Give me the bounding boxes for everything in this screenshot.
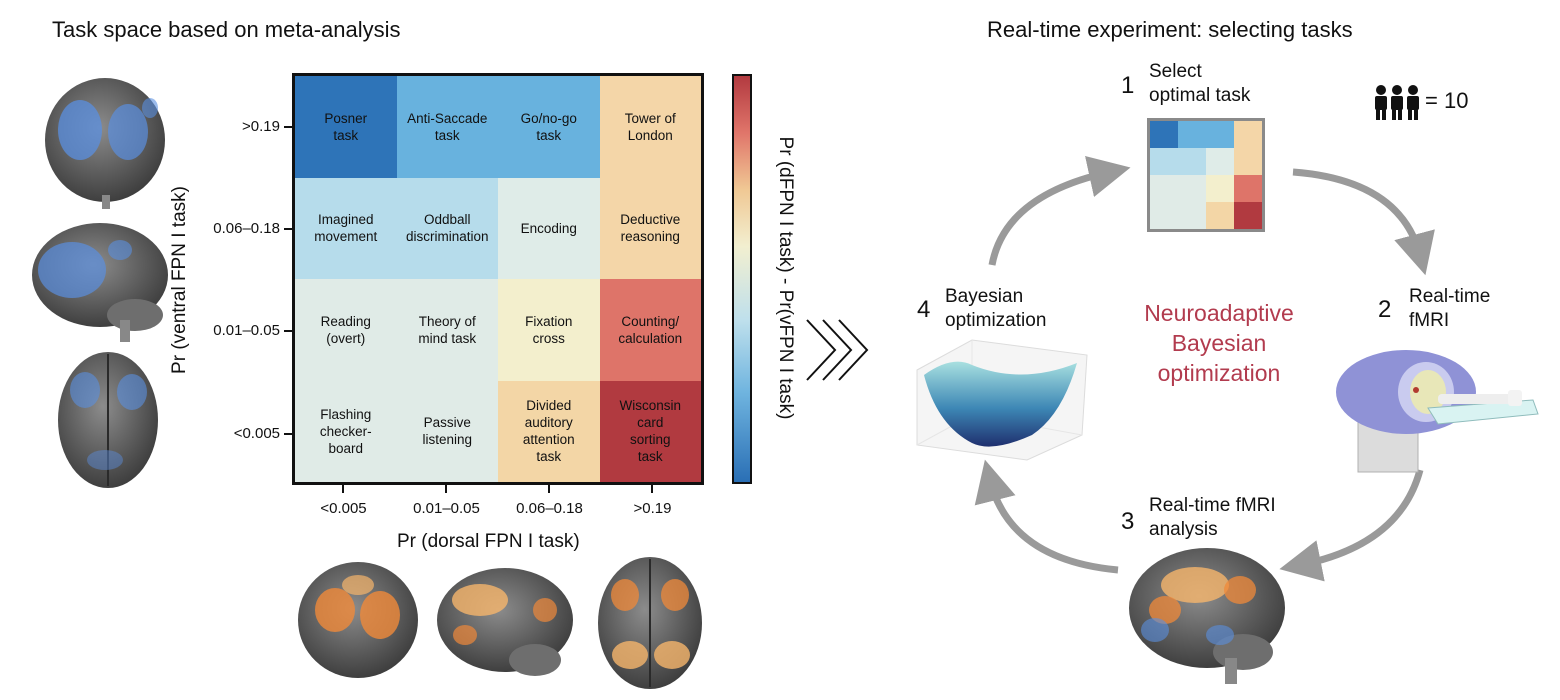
- step-3-number: 3: [1121, 508, 1135, 535]
- brain-side-view: [32, 223, 168, 342]
- task-cell: Reading (overt): [295, 279, 397, 381]
- participants-count: = 10: [1425, 88, 1469, 113]
- task-cell: Theory of mind task: [396, 279, 498, 381]
- x-tick-marks: [342, 485, 653, 493]
- mini-grid-cell: [1178, 121, 1206, 148]
- arrow-2-to-3: [1279, 469, 1424, 582]
- mini-grid-cell: [1234, 202, 1262, 229]
- y-tick-marks: [284, 126, 292, 435]
- brain-top-view: [58, 352, 158, 488]
- step-4-number: 4: [917, 296, 931, 323]
- task-cell: Tower of London: [599, 76, 701, 178]
- mini-grid-cell: [1178, 175, 1206, 202]
- task-cell: Fixation cross: [498, 279, 600, 381]
- task-cell: Encoding: [498, 177, 600, 279]
- colorbar-label: Pr (dFPN I task) - Pr(vFPN I task): [775, 136, 796, 420]
- right-panel-heading: Real-time experiment: selecting tasks: [987, 17, 1353, 42]
- y-tick: <0.005: [233, 425, 280, 442]
- brain-front-view: [45, 78, 165, 209]
- step-3-label: Real-time fMRI analysis: [1149, 495, 1276, 540]
- task-cell: Wisconsin card sorting task: [599, 380, 701, 482]
- x-axis-label: Pr (dorsal FPN I task): [397, 531, 580, 552]
- cycle-arrows: [974, 155, 1435, 582]
- x-tick: 0.06–0.18: [516, 500, 583, 517]
- task-cell: Posner task: [295, 76, 397, 178]
- y-tick: >0.19: [242, 118, 280, 135]
- mini-grid-cell: [1178, 202, 1206, 229]
- x-tick: >0.19: [633, 500, 672, 517]
- mini-grid-cell: [1206, 175, 1234, 202]
- mini-grid-cell: [1150, 121, 1178, 148]
- task-cell: Passive listening: [396, 380, 498, 482]
- step-2-number: 2: [1378, 296, 1392, 323]
- x-tick: 0.01–0.05: [413, 500, 480, 517]
- x-tick: <0.005: [320, 500, 367, 517]
- colorbar: [732, 74, 752, 484]
- dorsal-fpn-brains: [298, 557, 702, 689]
- task-cell: Flashing checker- board: [295, 380, 397, 482]
- y-tick: 0.06–0.18: [213, 220, 280, 237]
- mini-grid-cell: [1234, 175, 1262, 202]
- triple-chevron-arrow-icon: [806, 319, 869, 381]
- step-1-label: Select optimal task: [1149, 61, 1251, 106]
- y-axis-label: Pr (ventral FPN I task): [169, 186, 190, 374]
- brain-side-view: [437, 568, 573, 676]
- step-1-number: 1: [1121, 72, 1135, 99]
- brain-front-view: [298, 562, 418, 678]
- task-cell: Anti-Saccade task: [396, 76, 498, 178]
- mini-task-grid: [1147, 118, 1265, 232]
- task-cell: Deductive reasoning: [599, 177, 701, 279]
- mini-grid-cell: [1150, 202, 1178, 229]
- arrow-3-to-4: [974, 459, 1119, 574]
- task-cell: Imagined movement: [295, 177, 397, 279]
- bayesian-surface-plot-icon: [916, 339, 1088, 461]
- task-cell: Oddball discrimination: [396, 177, 498, 279]
- mini-grid-cell: [1150, 148, 1178, 175]
- mini-grid-cell: [1150, 175, 1178, 202]
- task-cell: Go/no-go task: [498, 76, 600, 178]
- task-cell: Counting/ calculation: [599, 279, 701, 381]
- mini-grid-cell: [1234, 121, 1262, 148]
- mri-scanner-icon: [1336, 350, 1539, 473]
- brain-top-view: [598, 557, 702, 689]
- mini-grid-cell: [1206, 148, 1234, 175]
- task-cell: Divided auditory attention task: [498, 380, 600, 482]
- arrow-1-to-2: [1292, 168, 1435, 276]
- mini-grid-cell: [1178, 148, 1206, 175]
- left-panel-heading: Task space based on meta-analysis: [52, 17, 401, 42]
- ventral-fpn-brains: [32, 78, 168, 488]
- step-4-label: Bayesian optimization: [945, 286, 1047, 331]
- mini-grid-cell: [1206, 202, 1234, 229]
- mini-grid-cell: [1234, 148, 1262, 175]
- step-2-label: Real-time fMRI: [1409, 286, 1491, 331]
- y-tick: 0.01–0.05: [213, 322, 280, 339]
- realtime-analysis-brain: [1129, 548, 1285, 684]
- arrow-4-to-1: [988, 155, 1131, 266]
- mini-grid-cell: [1206, 121, 1234, 148]
- participants-icon: [1375, 85, 1419, 120]
- neuroadaptive-bayesian-optimization-label: Neuroadaptive Bayesian optimization: [1144, 300, 1294, 386]
